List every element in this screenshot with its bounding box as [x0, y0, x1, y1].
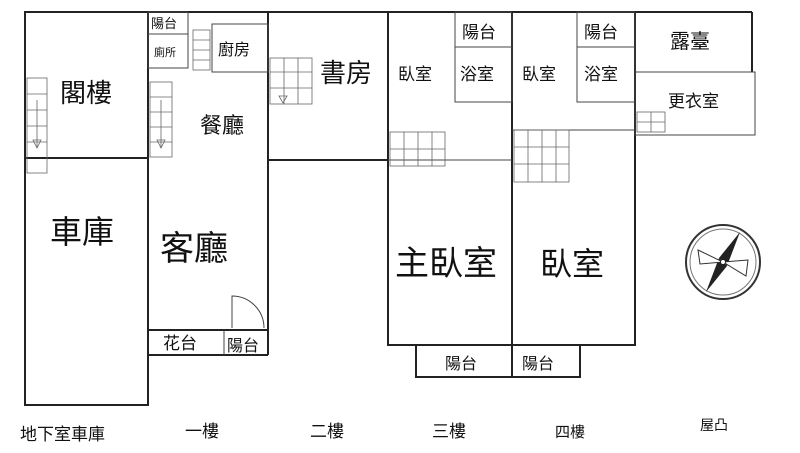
room-dining: 餐廳 [200, 114, 244, 139]
label-roof: 屋凸 [700, 418, 728, 434]
room-balcony-3f-top: 陽台 [462, 23, 496, 43]
room-balcony-1f-top: 陽台 [151, 17, 177, 32]
room-closet: 更衣室 [668, 92, 719, 112]
third-floor-stairs-icon [389, 131, 446, 167]
first-floor-top-stairs-icon [192, 29, 211, 71]
label-basement: 地下室車庫 [20, 425, 105, 445]
label-fourth-floor: 四樓 [555, 423, 585, 441]
room-balcony-1f-bottom: 陽台 [227, 336, 259, 355]
room-bedroom-4f-large: 臥室 [540, 245, 604, 283]
second-floor-section: 書房 [268, 11, 389, 161]
roof-section: 露臺 更衣室 [634, 11, 756, 136]
room-garage: 車庫 [50, 213, 114, 251]
room-bath-3f: 浴室 [460, 65, 494, 85]
basement-section: 閣樓 車庫 [24, 11, 149, 406]
room-kitchen: 廚房 [218, 40, 250, 59]
compass-icon [685, 224, 761, 300]
room-bath-4f: 浴室 [584, 65, 618, 85]
label-third-floor: 三樓 [432, 422, 466, 442]
roof-stairs-icon [636, 111, 666, 133]
room-living: 客廳 [160, 229, 228, 269]
fourth-floor-section: 臥室 陽台 浴室 臥室 陽台 [511, 11, 636, 378]
first-floor-section: 陽台 廁所 廚房 餐廳 客廳 花台 陽台 [147, 11, 269, 356]
room-balcony-4f-top: 陽台 [584, 23, 618, 43]
third-floor-section: 臥室 陽台 浴室 主臥室 陽台 [387, 11, 513, 378]
basement-stairs-icon [26, 77, 48, 174]
door-arc-icon [231, 295, 265, 329]
second-floor-stairs-icon [269, 57, 313, 105]
basement-outline [24, 11, 149, 406]
fourth-floor-stairs-icon [513, 129, 570, 183]
room-planter: 花台 [163, 334, 197, 354]
room-bedroom-4f-small: 臥室 [522, 65, 556, 85]
label-first-floor: 一樓 [185, 422, 219, 442]
room-master-bedroom: 主臥室 [395, 244, 497, 284]
room-balcony-4f-bottom: 陽台 [522, 354, 554, 373]
room-study: 書房 [320, 59, 372, 89]
room-attic: 閣樓 [60, 79, 112, 109]
room-bedroom-3f: 臥室 [398, 65, 432, 85]
room-toilet: 廁所 [154, 45, 176, 59]
label-second-floor: 二樓 [310, 422, 344, 442]
room-balcony-3f-bottom: 陽台 [445, 354, 477, 373]
floor-labels: 地下室車庫 一樓 二樓 三樓 四樓 屋凸 [20, 418, 728, 445]
room-terrace: 露臺 [670, 29, 710, 53]
first-floor-stairs-icon [149, 81, 173, 158]
